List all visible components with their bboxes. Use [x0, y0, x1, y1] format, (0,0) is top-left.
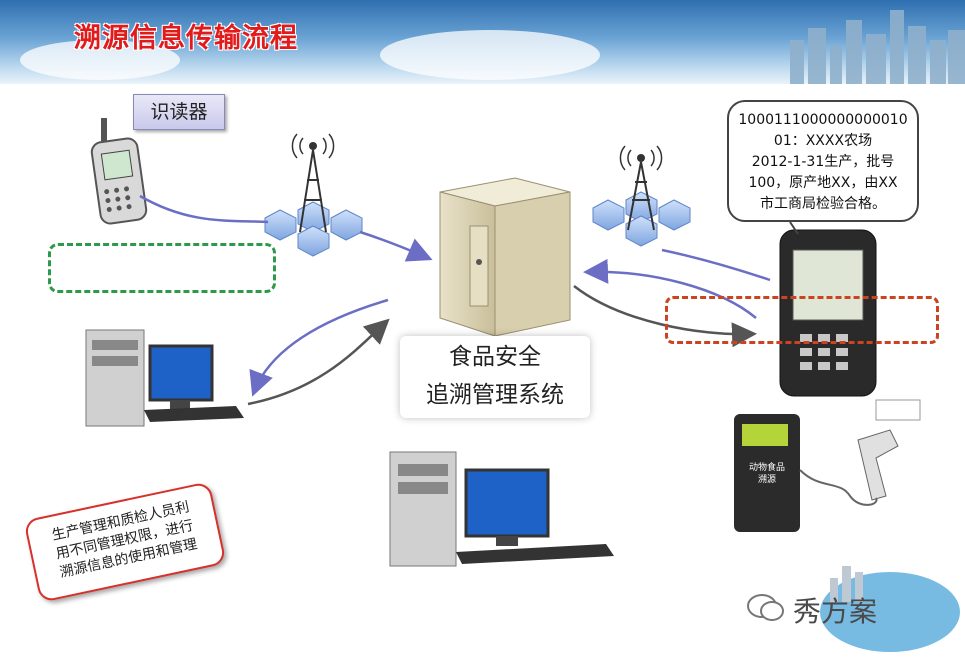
- card-terminal-icon: 动物食品 溯源: [734, 414, 800, 532]
- cell-phone-icon: [90, 118, 148, 225]
- system-label: 食品安全 追溯管理系统: [400, 336, 590, 418]
- desktop-computer-bottom-icon: [389, 451, 614, 567]
- barcode-scanner-icon: [799, 399, 921, 506]
- desktop-computer-left-icon: [85, 329, 244, 427]
- signal-tower-right-icon: [592, 145, 691, 247]
- watermark: 秀方案: [793, 595, 878, 628]
- wechat-icon: [747, 594, 784, 621]
- system-label-line1: 食品安全: [449, 344, 541, 370]
- arrow-terminal-to-server: [583, 258, 757, 319]
- arrow-server-to-pc: [249, 298, 389, 397]
- red-dashed-box: [665, 296, 939, 344]
- callout-line: 1000111000000000010: [738, 112, 908, 128]
- page-title: 溯源信息传输流程: [74, 23, 298, 54]
- arrow-phone-to-tower: [139, 194, 269, 224]
- signal-tower-left-icon: [264, 133, 363, 257]
- trace-info-callout: 1000111000000000010 01：XXXX农场 2012-1-31生…: [727, 100, 919, 222]
- callout-line: 2012-1-31生产，批号: [751, 154, 895, 170]
- arrow-tower-to-server: [359, 230, 433, 262]
- svg-text:溯源: 溯源: [758, 473, 776, 485]
- globe-icon: [820, 566, 960, 652]
- callout-line: 100，原产地XX，由XX: [748, 175, 898, 191]
- arrow-tower-to-terminal: [661, 248, 771, 282]
- reader-label: 识读器: [133, 94, 225, 130]
- callout-pointer: [789, 221, 799, 235]
- green-dashed-box: [48, 243, 276, 293]
- svg-text:动物食品: 动物食品: [749, 461, 785, 473]
- arrow-server-to-terminal: [573, 285, 757, 348]
- callout-line: 01：XXXX农场: [773, 133, 873, 149]
- server-icon: [439, 177, 571, 337]
- city-skyline-icon: [790, 10, 965, 84]
- callout-line: 市工商局检验合格。: [760, 196, 886, 212]
- header-banner: [0, 0, 965, 84]
- arrow-pc-to-server: [247, 318, 390, 406]
- system-label-line2: 追溯管理系统: [426, 382, 564, 408]
- handheld-terminal-icon: [779, 229, 877, 397]
